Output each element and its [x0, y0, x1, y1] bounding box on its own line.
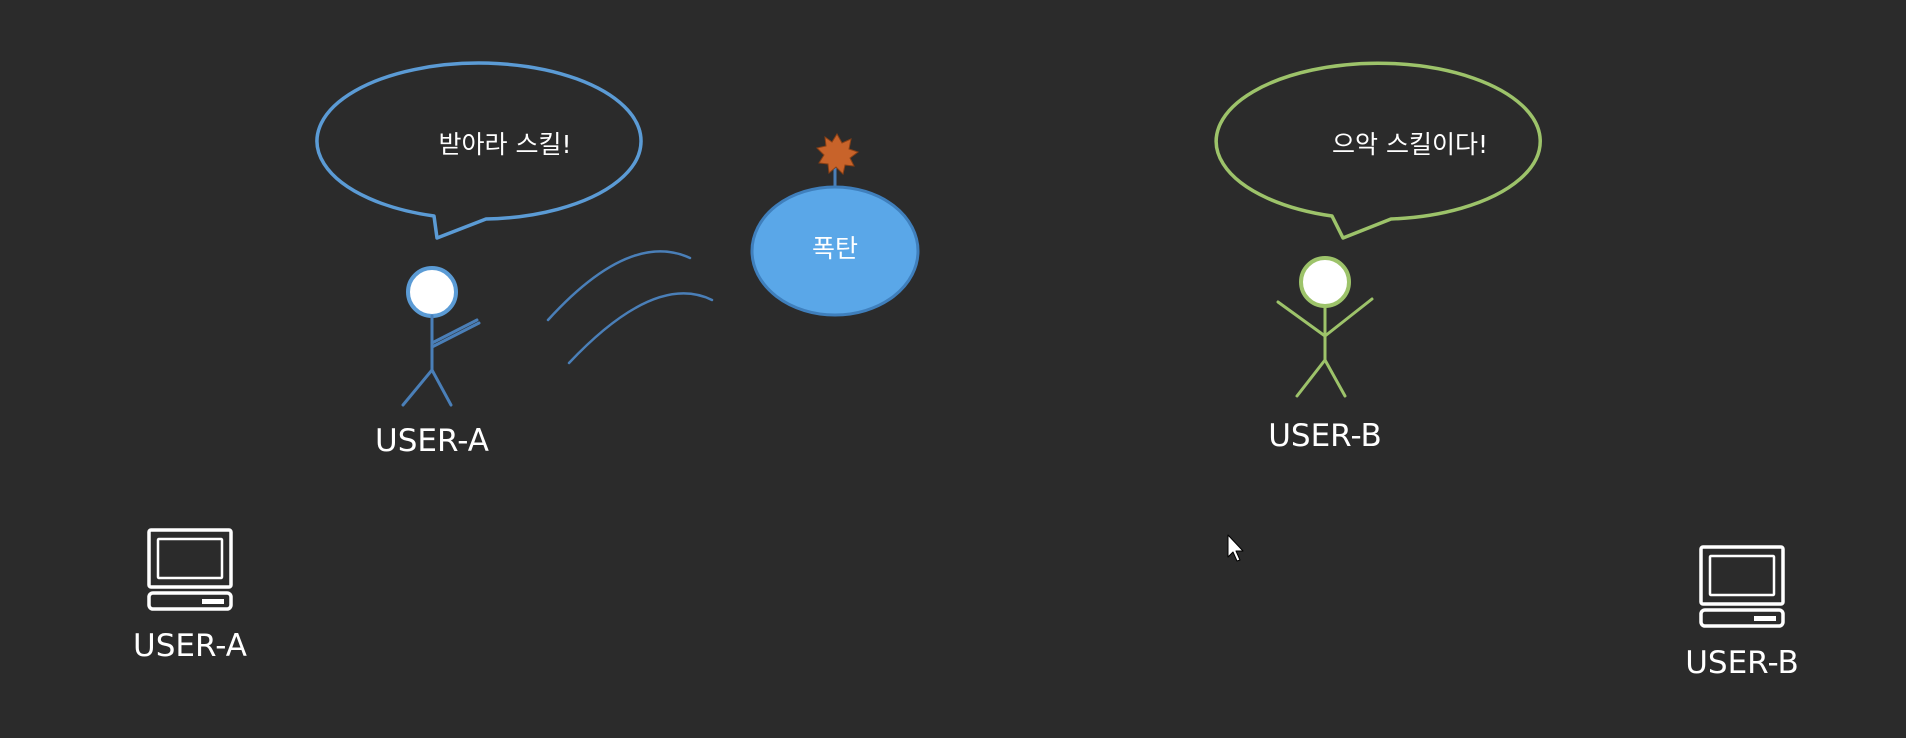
motion-line-upper	[546, 250, 692, 322]
bomb-label: 폭탄	[812, 234, 858, 263]
computer-b-label: USER-B	[1685, 645, 1799, 681]
computer-b-base	[1699, 608, 1785, 628]
mouse-cursor-icon	[1227, 534, 1244, 562]
computer-b-monitor	[1699, 545, 1785, 606]
computer-b-drive	[1754, 616, 1776, 621]
bomb-icon: 폭탄	[750, 133, 920, 317]
user-a-figure-label: USER-A	[375, 423, 489, 459]
computer-a-drive	[202, 599, 224, 604]
user-b-speech-bubble: 으악 스킬이다!	[1214, 61, 1542, 240]
user-b-leg-left	[1295, 358, 1327, 398]
user-a-leg-right	[430, 368, 453, 407]
stick-figure-throwing-icon	[401, 266, 481, 407]
motion-line-lower	[567, 292, 714, 365]
user-b-bubble-shape	[1214, 61, 1542, 240]
bomb-body	[750, 185, 920, 317]
user-b-speech-text: 으악 스킬이다!	[1332, 130, 1488, 159]
user-a-arm-2	[430, 318, 479, 345]
computer-a-base	[147, 591, 233, 611]
computer-b-screen	[1708, 554, 1776, 597]
user-b-arm-right	[1323, 297, 1374, 338]
spark-icon	[816, 133, 860, 175]
user-a-leg-left	[401, 368, 434, 407]
user-a-speech-text: 받아라 스킬!	[439, 130, 572, 159]
user-a-bubble-shape	[315, 61, 643, 240]
computer-a-label: USER-A	[133, 628, 247, 664]
user-a-speech-bubble: 받아라 스킬!	[315, 61, 643, 240]
stick-figure-arms-up-icon	[1276, 256, 1374, 398]
user-b-leg-right	[1323, 358, 1347, 398]
user-a-head	[406, 266, 458, 318]
user-a-arm	[430, 321, 481, 349]
computer-icon	[1699, 545, 1785, 628]
user-b-arm-left	[1276, 300, 1327, 338]
user-b-head	[1299, 256, 1351, 308]
user-b-figure-label: USER-B	[1268, 418, 1382, 454]
computer-a-monitor	[147, 528, 233, 589]
computer-a-screen	[156, 537, 224, 580]
computer-icon	[147, 528, 233, 611]
throw-motion-lines	[546, 250, 714, 365]
